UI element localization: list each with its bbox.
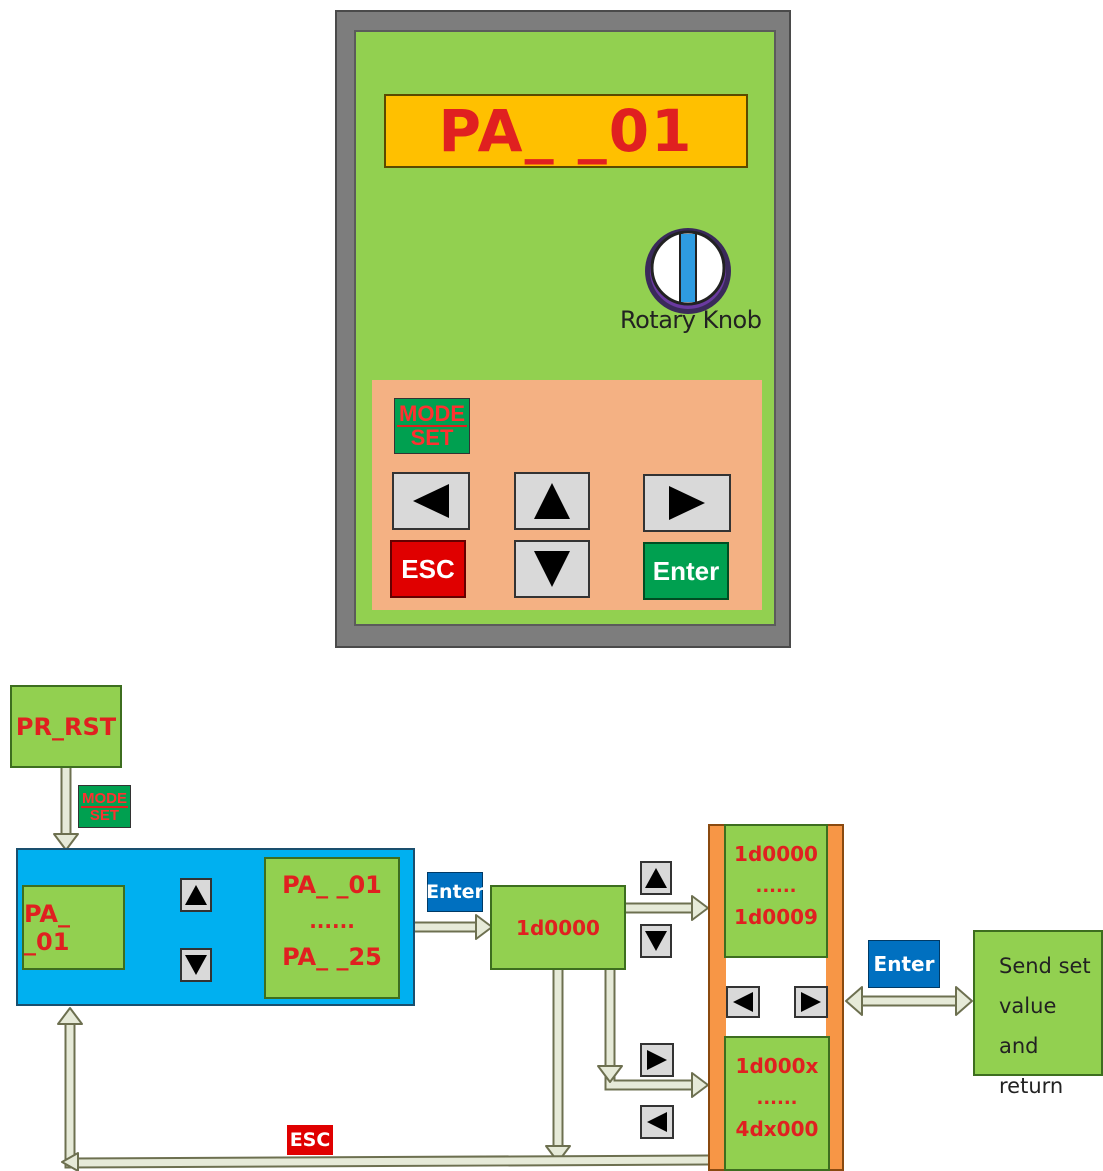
pr-rst-box: PR_RST xyxy=(10,685,122,768)
left-arrow-icon xyxy=(413,484,449,518)
flow-value-left-button xyxy=(640,1105,674,1139)
flow-mode-set-label-bottom: SET xyxy=(89,806,120,824)
mode-set-button[interactable]: MODE SET xyxy=(394,398,470,454)
send-line-1: Send set xyxy=(999,954,1091,978)
value-bottom-ellipsis: ...... xyxy=(756,1088,798,1109)
column-right-arrow-icon xyxy=(801,992,821,1012)
rotary-knob-label: Rotary Knob xyxy=(620,306,762,334)
column-left-arrow-button xyxy=(726,986,760,1018)
send-line-2: value and xyxy=(999,994,1057,1058)
mode-set-label-bottom: SET xyxy=(410,425,454,450)
value-top-first: 1d0000 xyxy=(734,842,818,866)
flow-value-left-icon xyxy=(647,1112,667,1132)
value-range-top: 1d0000 ...... 1d0009 xyxy=(724,824,828,958)
pa-list-first: PA_ _01 xyxy=(282,871,382,899)
value-top-ellipsis: ...... xyxy=(755,876,797,897)
flow-down-arrow-icon xyxy=(185,955,207,975)
flow-value-right-button xyxy=(640,1043,674,1077)
flow-mode-set-button: MODE SET xyxy=(78,785,131,828)
value-range-bottom: 1d000x ...... 4dx000 xyxy=(724,1036,830,1171)
column-right-arrow-button xyxy=(794,986,828,1018)
esc-button[interactable]: ESC xyxy=(390,540,466,598)
up-arrow-button[interactable] xyxy=(514,472,590,530)
pa-current-box: PA_ _01 xyxy=(22,885,125,970)
rotary-knob-icon[interactable] xyxy=(643,226,733,316)
down-arrow-button[interactable] xyxy=(514,540,590,598)
mode-set-label-top: MODE xyxy=(397,401,467,427)
flow-enter-button-1: Enter xyxy=(426,872,484,912)
lcd-display: PA_ _01 xyxy=(384,94,748,168)
value-bottom-last: 4dx000 xyxy=(735,1117,819,1141)
pa-list-box: PA_ _01 ...... PA_ _25 xyxy=(264,857,400,999)
flow-value-down-icon xyxy=(645,931,667,951)
down-arrow-icon xyxy=(534,551,570,587)
pa-list-last: PA_ _25 xyxy=(282,943,382,971)
left-arrow-button[interactable] xyxy=(392,472,470,530)
send-line-3: return xyxy=(999,1074,1064,1098)
flow-value-up-button xyxy=(640,861,672,895)
value-top-last: 1d0009 xyxy=(734,905,818,929)
column-left-arrow-icon xyxy=(733,992,753,1012)
flow-up-arrow-button xyxy=(180,878,212,912)
right-arrow-icon xyxy=(669,486,705,520)
flow-esc-button: ESC xyxy=(287,1125,333,1155)
flow-up-arrow-icon xyxy=(185,885,207,905)
flow-value-down-button xyxy=(640,924,672,958)
up-arrow-icon xyxy=(534,483,570,519)
value-box: 1d0000 xyxy=(490,885,626,970)
flow-value-up-icon xyxy=(645,868,667,888)
value-bottom-first: 1d000x xyxy=(735,1054,819,1078)
flow-value-right-icon xyxy=(647,1050,667,1070)
flow-enter-button-2: Enter xyxy=(868,940,940,988)
pa-list-ellipsis: ...... xyxy=(309,909,355,933)
send-set-value-box: Send set value and return xyxy=(973,930,1103,1098)
flow-mode-set-label-top: MODE xyxy=(81,789,128,808)
enter-button[interactable]: Enter xyxy=(643,542,729,600)
flow-down-arrow-button xyxy=(180,948,212,982)
right-arrow-button[interactable] xyxy=(643,474,731,532)
